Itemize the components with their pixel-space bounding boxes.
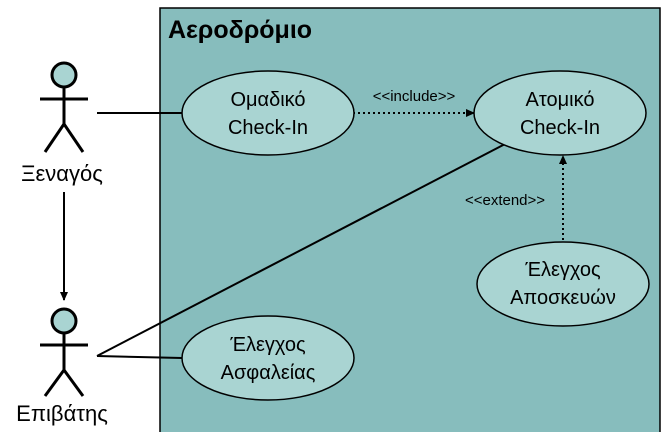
use-case-group-checkin-line1: Ομαδικό bbox=[230, 89, 305, 111]
association-passenger-security-check bbox=[96, 355, 183, 359]
use-case-baggage-check-line1: Έλεγχος bbox=[524, 259, 601, 281]
use-case-individual-checkin: Ατομικό Check-In bbox=[473, 70, 647, 156]
use-case-security-check-line2: Ασφαλείας bbox=[221, 362, 316, 384]
use-case-baggage-check: Έλεγχος Αποσκευών bbox=[476, 241, 650, 327]
use-case-security-check-line1: Έλεγχος bbox=[229, 334, 306, 356]
actor-guide bbox=[40, 61, 88, 153]
include-label: <<include>> bbox=[373, 88, 456, 105]
use-case-security-check: Έλεγχος Ασφαλείας bbox=[181, 315, 355, 401]
association-passenger-individual-checkin bbox=[96, 142, 508, 357]
actor-guide-label: Ξεναγός bbox=[21, 161, 103, 186]
use-case-group-checkin: Ομαδικό Check-In bbox=[181, 70, 355, 156]
actor-passenger bbox=[40, 307, 88, 397]
actor-passenger-head bbox=[50, 307, 78, 335]
use-case-group-checkin-line2: Check-In bbox=[228, 117, 308, 139]
extend-label: <<extend>> bbox=[465, 192, 545, 209]
system-title: Αεροδρόμιο bbox=[168, 16, 312, 44]
use-case-individual-checkin-line1: Ατομικό bbox=[526, 89, 595, 111]
actor-guide-head bbox=[50, 61, 78, 89]
actor-passenger-label: Επιβάτης bbox=[16, 401, 108, 426]
use-case-individual-checkin-line2: Check-In bbox=[520, 117, 600, 139]
use-case-baggage-check-line2: Αποσκευών bbox=[510, 287, 616, 309]
